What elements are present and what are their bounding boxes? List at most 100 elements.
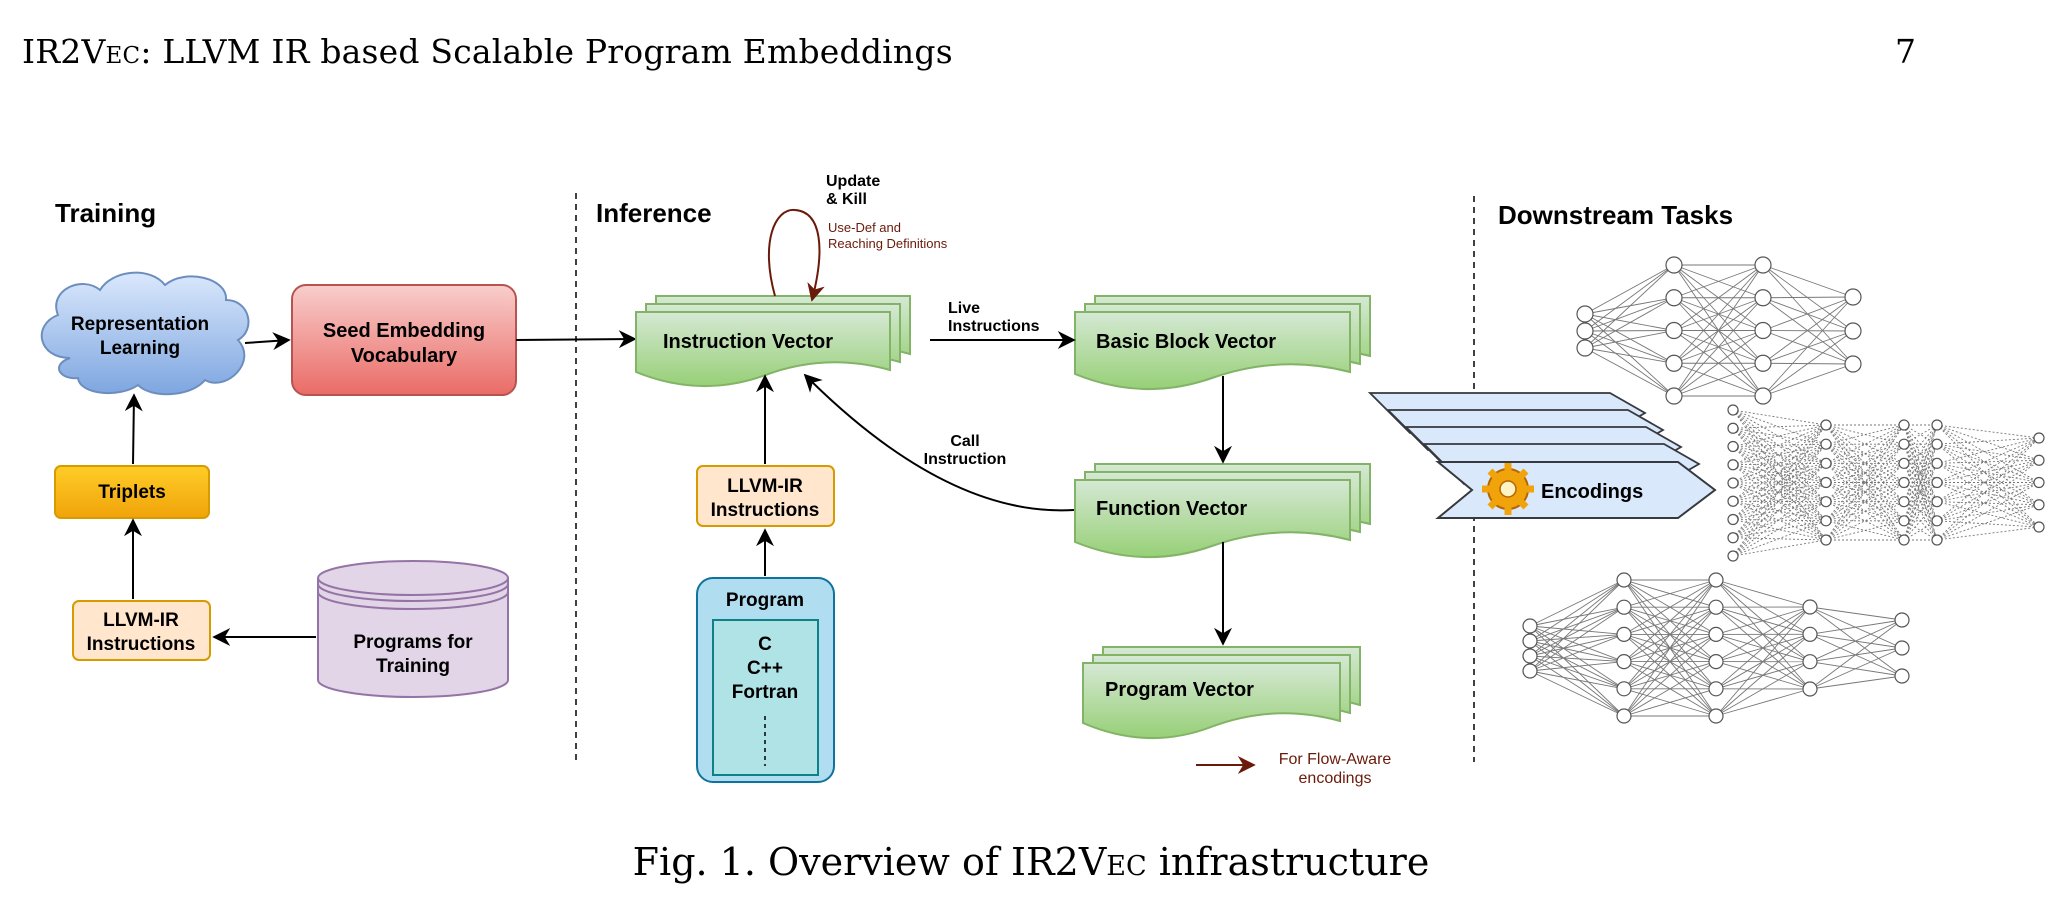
network-edge bbox=[1673, 264, 1764, 397]
network-node bbox=[1802, 681, 1818, 697]
call-instruction-line1: Call bbox=[950, 433, 979, 450]
caption-prefix: Fig. 1. Overview of IR2V bbox=[632, 840, 1107, 884]
network-node bbox=[2033, 432, 2045, 444]
figure-caption: Fig. 1. Overview of IR2Vec infrastructur… bbox=[0, 840, 2062, 884]
network-node bbox=[1931, 496, 1943, 508]
network-node bbox=[1898, 496, 1910, 508]
network-edge bbox=[1732, 424, 1827, 539]
network-edge bbox=[1936, 482, 2040, 506]
network-node bbox=[1665, 289, 1683, 307]
triplets-box: Triplets bbox=[54, 465, 210, 519]
network-edge bbox=[1936, 437, 2040, 445]
network-edge bbox=[1762, 330, 1854, 397]
network-node bbox=[1931, 515, 1943, 527]
network-edge bbox=[1936, 459, 2040, 541]
network-edge bbox=[1732, 409, 1827, 426]
network-edge bbox=[1825, 482, 1905, 522]
network-edge bbox=[1529, 606, 1625, 627]
network-edge bbox=[1762, 264, 1854, 332]
network-edge bbox=[1809, 675, 1903, 690]
header-title-prefix: IR2V bbox=[22, 32, 106, 71]
network-node bbox=[1708, 626, 1724, 643]
network-edge bbox=[1732, 427, 1827, 522]
network-edge bbox=[1584, 264, 1675, 315]
network-node bbox=[1820, 438, 1832, 450]
network-node bbox=[1802, 626, 1818, 642]
network-edge bbox=[1903, 443, 1938, 502]
network-edge bbox=[1529, 655, 1625, 663]
use-def-line1: Use-Def and bbox=[828, 220, 901, 235]
llvm-ir-train-line2: Instructions bbox=[87, 634, 196, 655]
network-edge bbox=[1903, 463, 1938, 541]
network-edge bbox=[1936, 443, 2040, 461]
network-edge bbox=[1529, 670, 1625, 717]
network-edge bbox=[1936, 462, 2040, 528]
network-edge bbox=[1529, 633, 1625, 642]
network-edge bbox=[1584, 330, 1675, 332]
legend-flow-aware-line2: encodings bbox=[1299, 770, 1372, 787]
function-vector-stack: Function Vector bbox=[1074, 463, 1371, 558]
live-instructions-line1: Live bbox=[948, 300, 980, 317]
network-edge bbox=[1825, 501, 1905, 541]
network-edge bbox=[1584, 264, 1675, 349]
network-node bbox=[1898, 457, 1910, 469]
network-edge bbox=[1623, 579, 1717, 662]
network-edge bbox=[1732, 482, 1827, 522]
network-edge bbox=[1825, 462, 1905, 503]
network-node bbox=[2033, 521, 2045, 533]
network-edge bbox=[1825, 482, 1905, 541]
header-title-smallcaps: ec bbox=[105, 32, 141, 71]
network-edge bbox=[1623, 579, 1717, 690]
network-edge bbox=[1529, 579, 1625, 672]
network-edge bbox=[1825, 520, 1905, 541]
network-node bbox=[1727, 422, 1739, 434]
program-lang-cpp: C++ bbox=[747, 658, 783, 679]
network-edge bbox=[1809, 606, 1903, 621]
network-edge bbox=[1623, 579, 1717, 608]
network-edge bbox=[1936, 437, 2040, 503]
network-node bbox=[1522, 618, 1538, 634]
network-edge bbox=[1623, 661, 1717, 717]
network-edge bbox=[1732, 427, 1827, 541]
programs-for-training-database: Programs for Training bbox=[317, 560, 509, 698]
network-edge bbox=[1623, 579, 1717, 635]
network-edge bbox=[1936, 424, 2040, 483]
network-edge bbox=[1732, 463, 1827, 557]
network-edge bbox=[1584, 313, 1675, 364]
network-node bbox=[1898, 438, 1910, 450]
network-node bbox=[1522, 648, 1538, 664]
network-edge bbox=[1584, 313, 1675, 397]
network-edge bbox=[1732, 424, 1827, 429]
network-edge bbox=[1732, 409, 1827, 502]
function-vector-label: Function Vector bbox=[1096, 498, 1247, 520]
network-edge bbox=[1903, 424, 1938, 521]
network-edge bbox=[1529, 625, 1625, 690]
network-edge bbox=[1936, 443, 2040, 528]
running-header: IR2Vec: LLVM IR based Scalable Program E… bbox=[22, 32, 953, 71]
neural-network-1 bbox=[1576, 256, 1862, 405]
network-node bbox=[1708, 599, 1724, 615]
network-edge bbox=[1584, 297, 1675, 315]
network-node bbox=[1708, 681, 1724, 697]
network-edge bbox=[1529, 606, 1625, 642]
network-edge bbox=[1732, 409, 1827, 445]
network-edge bbox=[1762, 296, 1854, 364]
network-edge bbox=[1825, 501, 1905, 541]
network-edge bbox=[1732, 424, 1827, 466]
network-node bbox=[1931, 438, 1943, 450]
network-edge bbox=[1529, 670, 1625, 690]
network-edge bbox=[1732, 409, 1827, 522]
network-edge bbox=[1936, 437, 2040, 541]
network-edge bbox=[1732, 462, 1827, 502]
network-edge bbox=[1529, 655, 1625, 717]
seed-label-line2: Vocabulary bbox=[351, 345, 458, 367]
network-node bbox=[1727, 513, 1739, 526]
network-edge bbox=[1732, 424, 1827, 502]
network-edge bbox=[1903, 482, 1938, 541]
network-edge bbox=[1936, 437, 2040, 464]
network-edge bbox=[1623, 634, 1717, 717]
network-edge bbox=[1936, 520, 2040, 528]
network-edge bbox=[1673, 264, 1764, 299]
network-node bbox=[1802, 654, 1818, 670]
network-node bbox=[1616, 653, 1632, 670]
